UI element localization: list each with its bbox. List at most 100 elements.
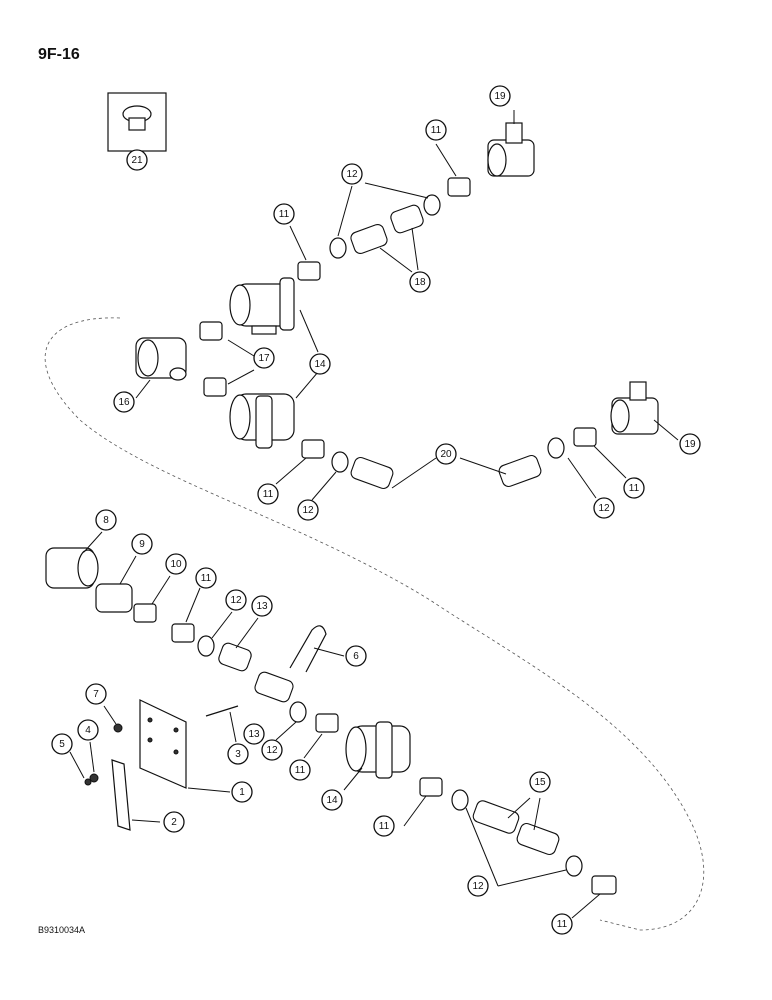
callout-circle bbox=[425, 119, 447, 141]
callout-number: 12 bbox=[598, 503, 610, 514]
part-7-nut bbox=[103, 705, 123, 733]
callout-circle bbox=[85, 683, 107, 705]
callout-circle bbox=[273, 203, 295, 225]
part-9-adapter bbox=[95, 555, 137, 613]
callout-number: 12 bbox=[302, 505, 314, 516]
callout-c8: 8 bbox=[95, 509, 117, 531]
callout-c19a: 19 bbox=[489, 85, 511, 107]
callout-circle bbox=[341, 163, 363, 185]
callout-number: 20 bbox=[440, 449, 452, 460]
callout-circle bbox=[131, 533, 153, 555]
part-lower-right-fittings bbox=[403, 777, 617, 919]
callout-circle bbox=[195, 567, 217, 589]
callout-c11g: 11 bbox=[373, 815, 395, 837]
part-11-fitting-upper bbox=[289, 225, 321, 281]
callout-number: 12 bbox=[266, 745, 278, 756]
callout-number: 17 bbox=[258, 353, 270, 364]
callout-circle bbox=[593, 497, 615, 519]
callout-circle bbox=[489, 85, 511, 107]
part-18-hoses bbox=[350, 204, 424, 273]
callout-number: 19 bbox=[494, 91, 506, 102]
callout-circle bbox=[309, 353, 331, 375]
callout-c11h: 11 bbox=[551, 913, 573, 935]
callout-number: 14 bbox=[326, 795, 338, 806]
callout-number: 14 bbox=[314, 359, 326, 370]
callout-c11e: 11 bbox=[195, 567, 217, 589]
callout-circle bbox=[163, 811, 185, 833]
callout-c11a: 11 bbox=[425, 119, 447, 141]
part-6-ubolt bbox=[289, 625, 345, 673]
callout-number: 6 bbox=[353, 651, 359, 662]
callout-number: 8 bbox=[103, 515, 109, 526]
callout-number: 3 bbox=[235, 749, 241, 760]
callout-number: 4 bbox=[85, 725, 91, 736]
callout-circle bbox=[257, 483, 279, 505]
callout-c9: 9 bbox=[131, 533, 153, 555]
callout-c21: 21 bbox=[126, 149, 148, 171]
callout-c12e: 12 bbox=[261, 739, 283, 761]
callout-c12d: 12 bbox=[225, 589, 247, 611]
callout-circle bbox=[95, 509, 117, 531]
part-8-coupler bbox=[45, 531, 103, 589]
callout-c1: 1 bbox=[231, 781, 253, 803]
callout-layer: 2119111211181714162019111212118910111213… bbox=[51, 85, 701, 935]
callout-number: 1 bbox=[239, 787, 245, 798]
callout-circle bbox=[289, 759, 311, 781]
callout-c17: 17 bbox=[253, 347, 275, 369]
callout-circle bbox=[225, 589, 247, 611]
callout-circle bbox=[321, 789, 343, 811]
callout-number: 19 bbox=[684, 439, 696, 450]
callout-number: 11 bbox=[379, 821, 390, 832]
part-1-bracket bbox=[139, 699, 231, 793]
callout-number: 7 bbox=[93, 689, 99, 700]
part-11-12-mid-left bbox=[275, 439, 349, 501]
callout-number: 15 bbox=[534, 777, 546, 788]
part-21-plug bbox=[107, 92, 167, 152]
part-10-nipple bbox=[133, 575, 171, 623]
callout-c12b: 12 bbox=[593, 497, 615, 519]
callout-circle bbox=[261, 739, 283, 761]
callout-circle bbox=[243, 723, 265, 745]
callout-circle bbox=[51, 733, 73, 755]
callout-c7: 7 bbox=[85, 683, 107, 705]
part-13-hoses bbox=[218, 617, 294, 703]
part-right-mid-fittings bbox=[547, 381, 679, 499]
callout-circle bbox=[251, 595, 273, 617]
callout-number: 2 bbox=[171, 817, 177, 828]
callout-c19b: 19 bbox=[679, 433, 701, 455]
callout-c20: 20 bbox=[435, 443, 457, 465]
part-12-clamp-top bbox=[329, 182, 441, 259]
callout-circle bbox=[679, 433, 701, 455]
callout-c13a: 13 bbox=[251, 595, 273, 617]
callout-number: 16 bbox=[118, 397, 130, 408]
callout-number: 11 bbox=[431, 125, 442, 136]
callout-c10: 10 bbox=[165, 553, 187, 575]
callout-number: 21 bbox=[131, 155, 143, 166]
part-12-clamp-lower bbox=[197, 611, 233, 657]
callout-circle bbox=[623, 477, 645, 499]
part-16-cross bbox=[135, 337, 187, 399]
callout-circle bbox=[345, 645, 367, 667]
callout-circle bbox=[297, 499, 319, 521]
callout-number: 13 bbox=[248, 729, 260, 740]
callout-number: 18 bbox=[414, 277, 426, 288]
part-2-strap bbox=[111, 759, 161, 831]
assembly-outline bbox=[44, 317, 705, 931]
callout-c11f: 11 bbox=[289, 759, 311, 781]
callout-c11d: 11 bbox=[257, 483, 279, 505]
callout-circle bbox=[113, 391, 135, 413]
callout-c5: 5 bbox=[51, 733, 73, 755]
callout-c3: 3 bbox=[227, 743, 249, 765]
callout-c14b: 14 bbox=[321, 789, 343, 811]
callout-c12c: 12 bbox=[297, 499, 319, 521]
callout-number: 12 bbox=[230, 595, 242, 606]
callout-circle bbox=[409, 271, 431, 293]
part-4-washer bbox=[89, 741, 99, 783]
callout-circle bbox=[435, 443, 457, 465]
part-19-elbow-top bbox=[487, 110, 535, 177]
callout-circle bbox=[373, 815, 395, 837]
callout-c12f: 12 bbox=[467, 875, 489, 897]
callout-circle bbox=[551, 913, 573, 935]
callout-number: 12 bbox=[346, 169, 358, 180]
